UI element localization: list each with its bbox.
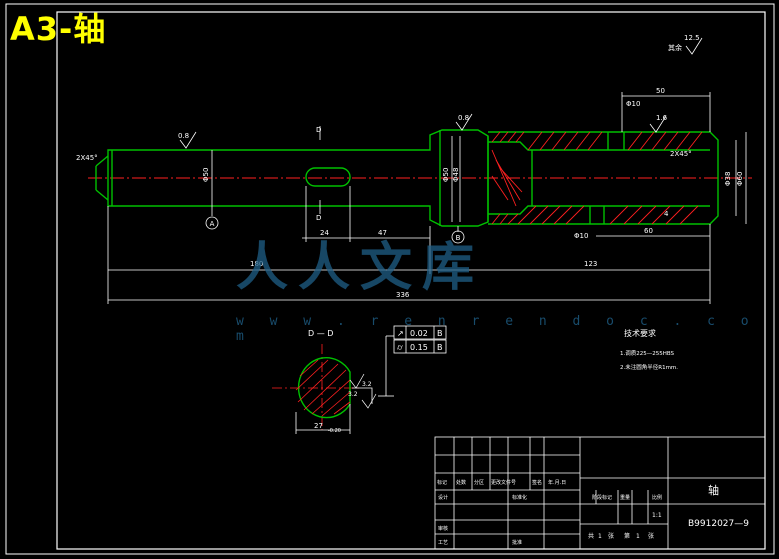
bore-section [488, 131, 719, 225]
dim-small-4: 4 [664, 210, 669, 218]
shaft-outline [95, 129, 489, 227]
outer-frame [5, 3, 775, 555]
section-mark-top: D [316, 126, 321, 134]
roughness-flat: 3.2 [362, 381, 372, 388]
dim-bore-dia: Φ38 [724, 172, 732, 186]
tb-header-date: 年.月.日 [548, 479, 566, 486]
dim-dia-shoulder: Φ50 [442, 168, 450, 182]
tb-scale: 1:1 [652, 512, 662, 519]
tb-part-name: 轴 [708, 483, 719, 497]
dim-dia-mid: Φ48 [452, 168, 460, 182]
dim-sec-tol: -0.20 [328, 428, 341, 434]
dim-bore-depth-60: 60 [644, 227, 653, 235]
tb-weight: 重量 [620, 494, 630, 501]
dim-left-chamfer: 2X45° [76, 154, 98, 162]
datum-b-label: B [456, 234, 461, 242]
section-mark-bottom: D [316, 214, 321, 222]
tb-scale-label: 比例 [652, 494, 662, 501]
dim-len-123: 123 [584, 260, 597, 268]
roughness-left: 0.8 [178, 132, 189, 140]
roughness-general-value: 12.5 [684, 34, 700, 42]
keyway-slot [305, 167, 351, 187]
tol-1-datum: B [437, 329, 443, 338]
dim-len-336: 336 [396, 291, 410, 299]
tb-sheet-no: 第 [624, 532, 630, 540]
watermark-url: w w w . r e n r e n d o c . c o m [236, 314, 758, 344]
tolerance-frames [386, 325, 447, 354]
tol-2-symbol: ⌭ [397, 343, 403, 352]
title-block [434, 436, 766, 550]
dim-keyway-offset: 47 [378, 229, 387, 237]
tb-design: 设计 [438, 494, 448, 501]
dim-hole-10b: Φ10 [574, 232, 588, 240]
tb-approve: 批准 [512, 539, 522, 546]
tb-header-zone: 分区 [474, 479, 484, 486]
dim-len-180: 180 [250, 260, 263, 268]
section-view [272, 336, 394, 434]
tb-process: 工艺 [438, 540, 448, 546]
tb-header-mark: 标记 [437, 479, 447, 486]
datum-a: A [205, 216, 219, 230]
hatch-pattern [491, 131, 703, 225]
dim-bore-outer: Φ60 [736, 172, 744, 186]
dim-bore-chamfer: 2X45° [670, 150, 692, 158]
tech-req-item-1: 1.调质225—255HBS [620, 349, 675, 357]
tb-header-sign: 签名 [532, 479, 542, 486]
roughness-general-note: 其余 [668, 43, 682, 52]
roughness-mid: 0.8 [458, 114, 469, 122]
tb-drawing-no: B9912027—9 [688, 519, 749, 529]
watermark-logo: 人人文库 [236, 237, 485, 298]
tb-review: 审核 [438, 525, 448, 532]
sheet-title: A3-轴 [10, 10, 107, 48]
tb-header-count: 处数 [456, 479, 466, 486]
tb-sheet-count: 1 [598, 533, 602, 540]
dim-bore-depth-50: 50 [656, 87, 665, 95]
tb-sheet-unit-2: 张 [648, 532, 654, 540]
datum-b: B [451, 230, 465, 244]
dim-sec-width: 27 [314, 422, 323, 430]
section-title: D — D [308, 329, 333, 338]
tol-1-value: 0.02 [410, 329, 428, 338]
tb-header-change: 更改文件号 [491, 479, 516, 486]
tb-sheet-total: 共 [588, 532, 594, 540]
roughness-bore: 1.6 [656, 114, 668, 122]
roughness-keyway: 3.2 [348, 391, 358, 398]
tol-2-datum: B [437, 343, 443, 352]
tb-sheet-index: 1 [636, 533, 640, 540]
datum-a-label: A [210, 220, 215, 228]
tol-1-symbol: ↗ [397, 329, 404, 338]
dim-hole-10: Φ10 [626, 100, 640, 108]
dimension-lines [107, 92, 747, 304]
inner-frame [56, 11, 766, 550]
tb-sheet-unit: 张 [608, 532, 614, 540]
tol-2-value: 0.15 [410, 343, 428, 352]
dim-keyway-width: 24 [320, 229, 329, 237]
roughness-symbols [179, 37, 703, 149]
tech-req-item-2: 2.未注圆角半径R1mm. [620, 363, 678, 371]
tb-standard: 标准化 [512, 494, 527, 501]
tech-req-title: 技术要求 [624, 328, 656, 338]
tb-stage: 阶段标记 [592, 494, 612, 501]
dim-dia-left: Φ50 [202, 168, 210, 182]
